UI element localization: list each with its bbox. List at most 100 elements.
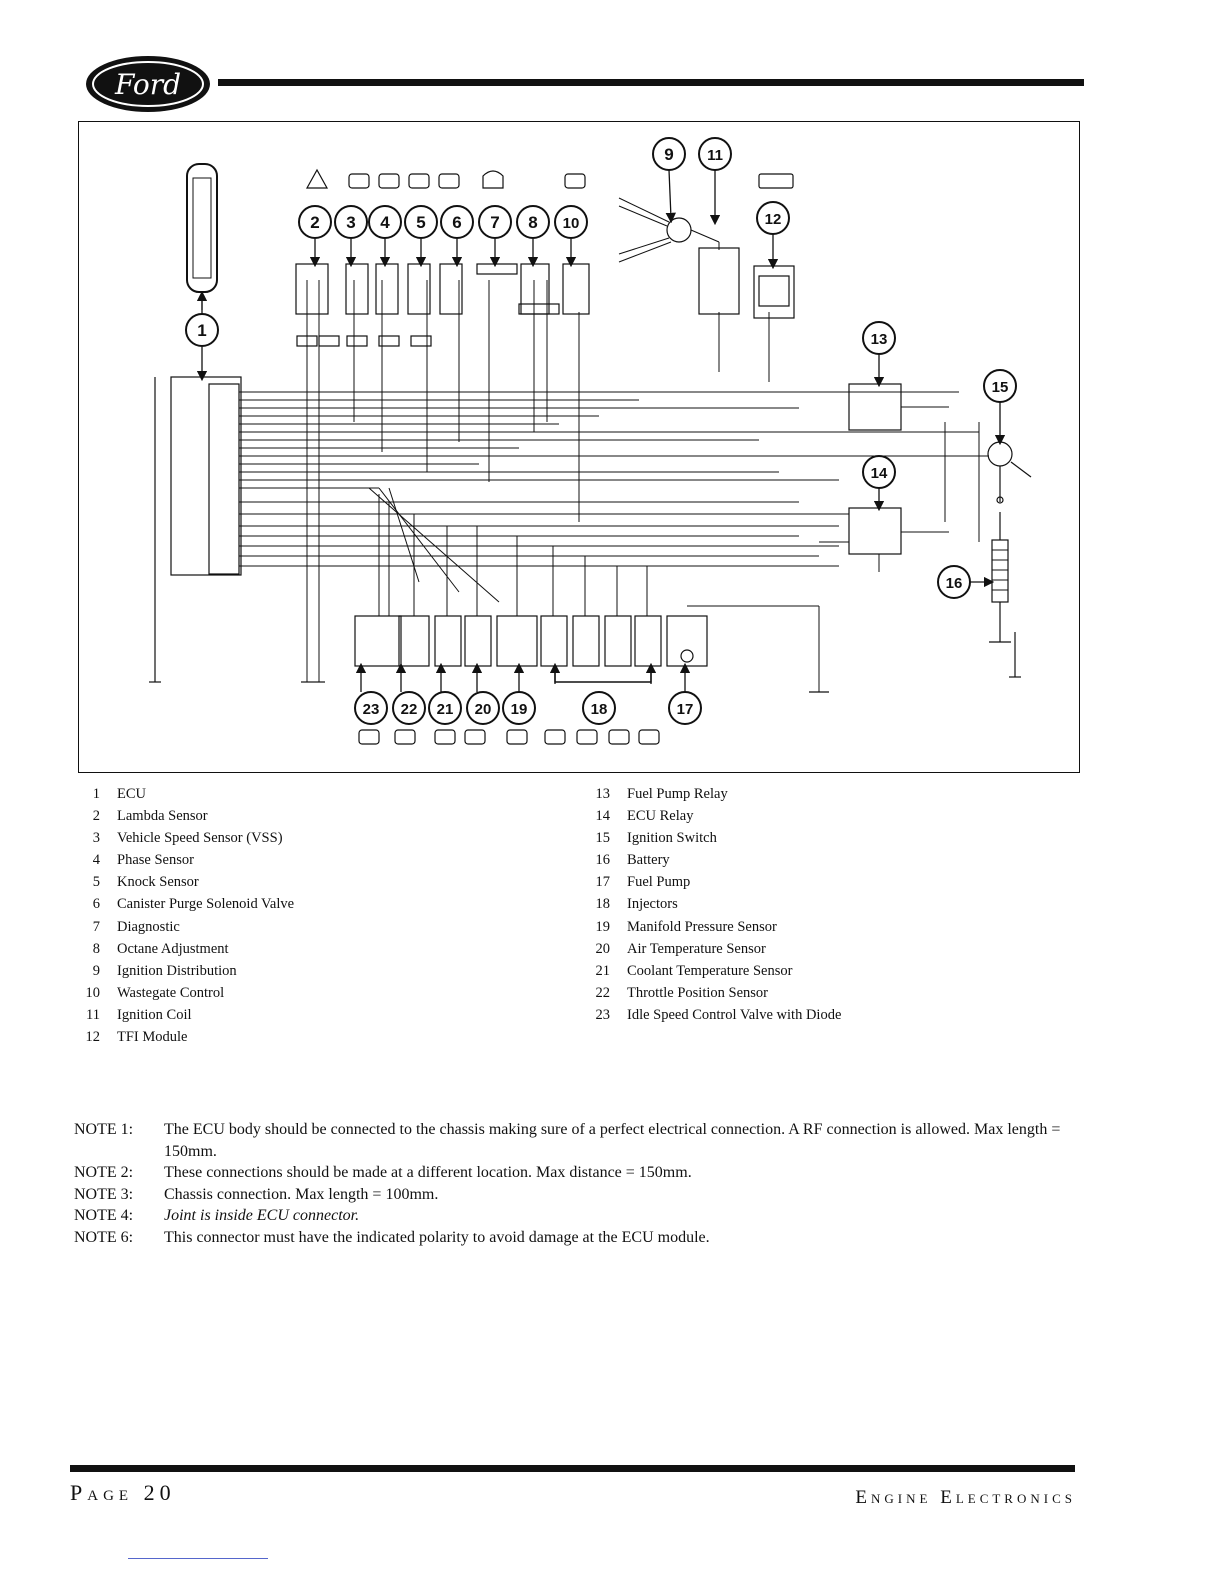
callout-21: 21 [428,691,462,725]
callout-19: 19 [502,691,536,725]
callout-16: 16 [937,565,971,599]
legend-label: Injectors [627,896,678,913]
ford-logo-text: Ford [114,68,181,101]
legend-number: 9 [92,962,100,979]
legend-number: 22 [595,984,611,1001]
callout-label: 18 [591,701,608,718]
legend-label: Vehicle Speed Sensor (VSS) [117,830,283,847]
footer-link-underline [128,1558,268,1559]
callout-8: 8 [516,205,550,239]
callout-13: 13 [862,321,896,355]
callout-label: 16 [946,575,963,592]
legend-number: 23 [595,1006,611,1023]
legend-item: 17 Fuel Pump [588,871,841,893]
legend-label: Air Temperature Sensor [627,940,766,957]
callout-label: 14 [871,465,888,482]
legend-number: 17 [595,874,611,891]
legend-label: Octane Adjustment [117,940,229,957]
legend-label: Ignition Switch [627,830,717,847]
legend-item: 22 Throttle Position Sensor [588,982,841,1004]
callout-label: 17 [677,701,694,718]
callout-5: 5 [404,205,438,239]
legend-label: Phase Sensor [117,852,194,869]
legend-number: 2 [92,808,100,825]
callout-label: 1 [197,321,206,340]
callout-17: 17 [668,691,702,725]
legend-label: Wastegate Control [117,984,225,1001]
legend-label: Ignition Coil [117,1006,192,1023]
legend-label: Ignition Distribution [117,962,237,979]
legend-label: Coolant Temperature Sensor [627,962,793,979]
header-rule [218,79,1084,86]
note-label: NOTE 4: [74,1207,134,1224]
legend-number: 19 [595,918,611,935]
legend-number: 7 [92,918,100,935]
legend-item: 5 Knock Sensor [78,871,294,893]
callout-22: 22 [392,691,426,725]
callout-2: 2 [298,205,332,239]
legend-number: 8 [92,940,100,957]
page-number: Page 20 [70,1480,176,1505]
legend-label: Lambda Sensor [117,808,208,825]
callout-label: 4 [380,213,390,232]
legend-item: 4 Phase Sensor [78,849,294,871]
legend-number: 10 [85,984,101,1001]
callout-20: 20 [466,691,500,725]
callout-12: 12 [756,201,790,235]
legend-item: 2 Lambda Sensor [78,805,294,827]
callout-10: 10 [554,205,588,239]
callout-23: 23 [354,691,388,725]
callout-9: 9 [652,137,686,171]
note: NOTE 6:This connector must have the indi… [74,1227,1084,1249]
note-text: The ECU body should be connected to the … [164,1121,1061,1160]
callout-14: 14 [862,455,896,489]
callout-label: 6 [452,213,461,232]
callout-11: 11 [698,137,732,171]
callout-15: 15 [983,369,1017,403]
legend-label: Fuel Pump [627,874,691,891]
legend-number: 5 [92,874,100,891]
note-label: NOTE 3: [74,1185,134,1203]
legend-item: 15 Ignition Switch [588,827,841,849]
legend-label: ECU Relay [627,808,694,825]
callout-4: 4 [368,205,402,239]
legend-number: 4 [92,852,100,869]
legend-label: Throttle Position Sensor [627,984,768,1001]
section-title: Engine Electronics [855,1487,1076,1508]
callout-label: 11 [707,147,723,164]
legend-label: Idle Speed Control Valve with Diode [627,1006,842,1023]
note: NOTE 4: Joint is inside ECU connector. [74,1205,1084,1227]
legend-label: ECU [117,786,146,802]
legend-number: 15 [595,830,611,847]
callout-label: 2 [310,213,319,232]
callout-label: 5 [416,213,425,232]
ford-logo: Ford [86,56,210,112]
notes: NOTE 1:The ECU body should be connected … [74,1119,1084,1248]
callout-label: 23 [363,701,380,718]
legend-label: Knock Sensor [117,874,199,891]
legend-label: Canister Purge Solenoid Valve [117,896,295,913]
legend-number: 20 [595,940,611,957]
callout-label: 13 [871,331,888,348]
callout-6: 6 [440,205,474,239]
callout-label: 10 [563,215,580,232]
callout-7: 7 [478,205,512,239]
note-text: Joint is inside ECU connector. [164,1207,360,1224]
note: NOTE 3: Chassis connection. Max length = … [74,1184,1084,1206]
callout-1: 1 [185,313,219,347]
note-text: Chassis connection. Max length = 100mm. [164,1185,439,1203]
legend-label: TFI Module [117,1029,188,1046]
callout-label: 7 [490,213,499,232]
callout-label: 12 [765,211,782,228]
